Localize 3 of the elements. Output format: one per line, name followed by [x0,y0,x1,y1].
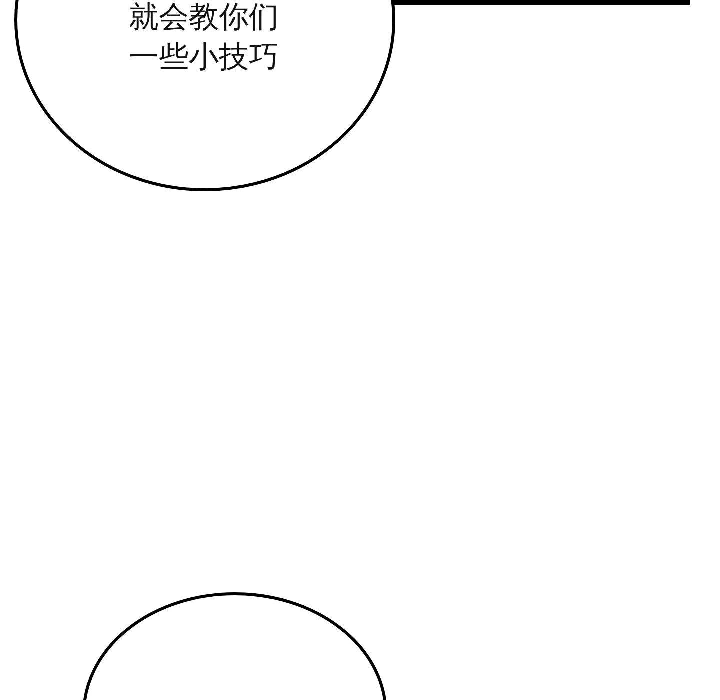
speech-text: 就会教你们一些小技巧 [128,0,280,77]
speech-bubble [82,592,388,700]
speech-bubble [14,0,396,192]
